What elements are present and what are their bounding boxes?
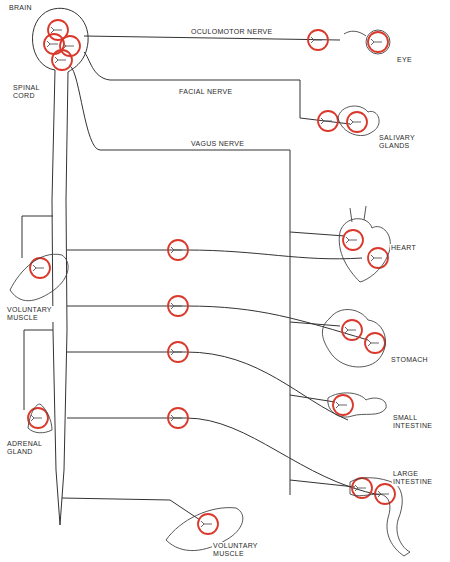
organ-label: EYE [396,56,413,64]
organ-label: HEART [390,244,417,252]
organ-label: SMALL INTESTINE [392,414,446,430]
organ-label: ADRENAL GLAND [6,440,50,456]
organ-label: LARGE INTESTINE [392,470,446,486]
organ-label: SPINAL CORD [12,84,48,100]
organ-label: VOLUNTARY MUSCLE [6,306,58,322]
organ-label: VAGUS NERVE [190,140,245,148]
organ-label: SALIVARY GLANDS [378,134,430,150]
organ-label: FACIAL NERVE [178,88,233,96]
organ-label: STOMACH [390,356,429,364]
organ-label: BRAIN [8,4,33,12]
organ-label: OCULOMOTOR NERVE [190,28,274,36]
organ-label: VOLUNTARY MUSCLE [212,542,274,558]
